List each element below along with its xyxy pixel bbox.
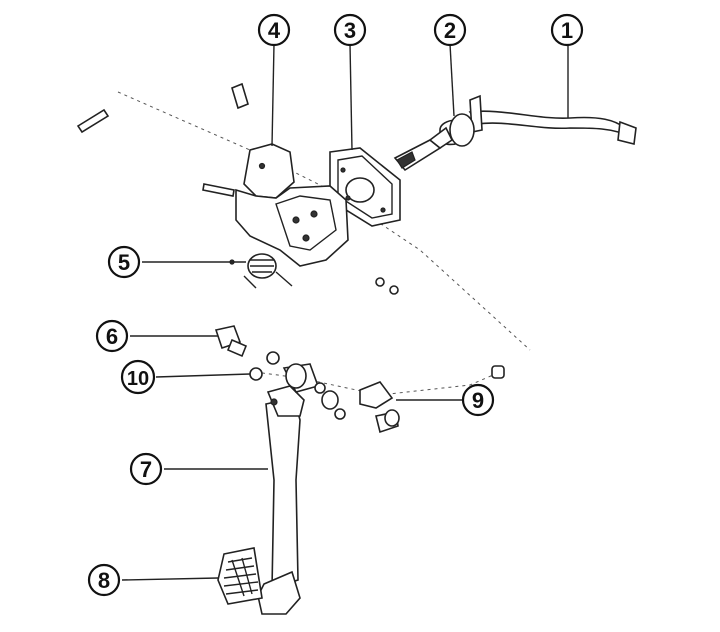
callout-7: 7: [129, 452, 163, 486]
callout-9-label: 9: [472, 388, 484, 413]
leader-lines: [121, 43, 569, 581]
callout-4: 4: [257, 13, 291, 47]
pedal-bracket-part: [76, 82, 349, 267]
bushing-part: [249, 351, 280, 381]
clutch-pedal-arm-part: [257, 363, 320, 615]
pedal-pad-part: [217, 547, 263, 605]
callout-10: 10: [120, 359, 156, 395]
callout-6-label: 6: [106, 324, 118, 349]
callout-1-label: 1: [561, 18, 573, 43]
return-spring-part: [229, 253, 293, 289]
callout-5: 5: [107, 245, 141, 279]
callout-8: 8: [87, 563, 121, 597]
callout-1: 1: [550, 13, 584, 47]
callout-10-label: 10: [127, 368, 149, 390]
callout-6: 6: [95, 319, 129, 353]
callout-2: 2: [433, 13, 467, 47]
callout-9: 9: [461, 383, 495, 417]
callout-3-label: 3: [344, 18, 356, 43]
callout-7-label: 7: [140, 457, 152, 482]
clutch-pipe-part: [468, 94, 637, 145]
callout-4-label: 4: [268, 18, 281, 43]
bracket-nuts: [375, 277, 399, 295]
callout-3: 3: [333, 13, 367, 47]
gasket-plate-part: [329, 147, 401, 227]
callout-2-label: 2: [444, 18, 456, 43]
callout-5-label: 5: [118, 250, 130, 275]
callout-8-label: 8: [98, 568, 110, 593]
clutch-switch-part: [314, 365, 505, 434]
pedal-switch-part: [214, 325, 248, 358]
master-cylinder-part: [393, 113, 475, 172]
